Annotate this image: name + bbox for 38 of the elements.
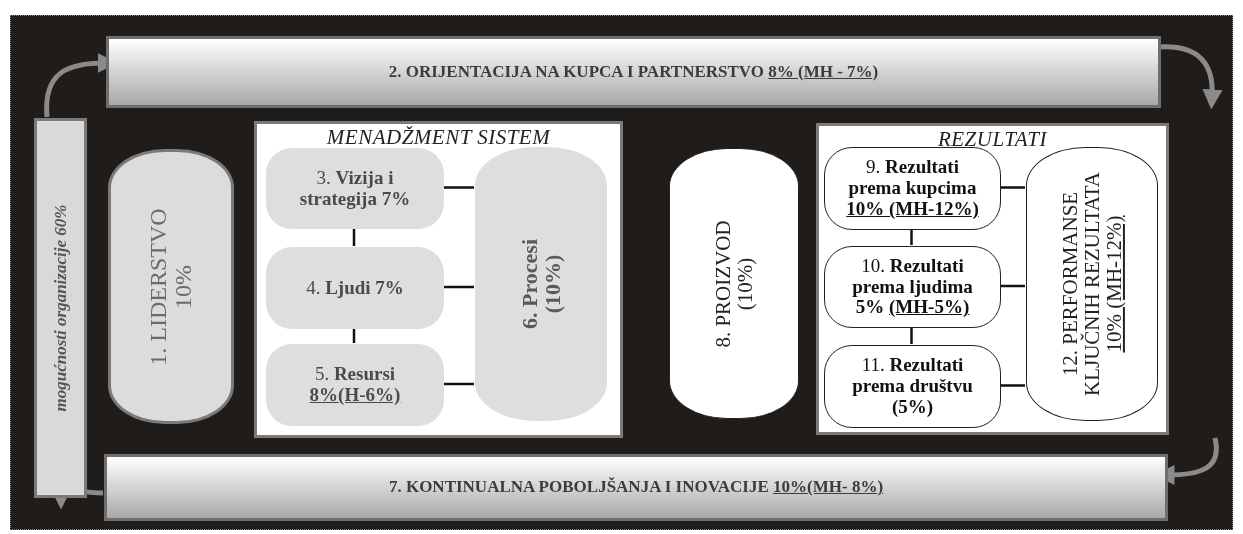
box-label: 12. PERFORMANSE KLJUČNIH REZULTATA 10% (MH-12%): [1058, 171, 1126, 398]
box-label: 10. Rezultati prema ljudima 5% (MH-5%): [851, 255, 974, 319]
box-label: 7. KONTINUALNA POBOLJŠANJA I INOVACIJE 10%(MH- 8%): [388, 478, 884, 497]
connector-line: [910, 327, 913, 344]
box-label: 1. LIDERSTVO 10%: [145, 206, 197, 368]
box-label: 5. Resursi 8%(H-6%): [309, 364, 401, 406]
group-panel: [254, 121, 623, 438]
rounded-box: [824, 246, 1001, 328]
box-label: mogućnosti organizacije 60%: [51, 203, 70, 414]
connector-line: [352, 228, 356, 246]
box-label: 11. Rezultati prema društvu (5%): [851, 355, 974, 418]
banner-box: [104, 454, 1168, 521]
box-label: 9. Rezultati prema kupcima 10% (MH-12%): [845, 157, 980, 220]
connector-line: [443, 382, 474, 386]
box-label: 3. Vizija i strategija 7%: [298, 167, 412, 210]
connector-line: [1000, 186, 1025, 189]
rounded-box: [824, 147, 1001, 230]
connector-line: [443, 186, 474, 189]
connector-line: [1000, 284, 1025, 288]
rounded-box: [266, 247, 444, 329]
box-label: 6. Procesi (10%): [517, 238, 565, 331]
connector-line: [1000, 384, 1025, 387]
box-label: 4. Ljudi 7%: [306, 277, 404, 299]
box-label: 8. PROIZVOD (10%): [711, 218, 757, 350]
connector-line: [352, 328, 356, 343]
rounded-box: [1026, 147, 1158, 421]
rounded-box: [824, 345, 1001, 428]
group-heading: MENADŽMENT SISTEM: [325, 126, 552, 150]
group-heading: REZULTATI: [936, 128, 1049, 152]
banner-box: [106, 36, 1161, 108]
group-panel: [816, 123, 1169, 435]
connector-line: [443, 285, 474, 289]
connector-line: [910, 229, 913, 245]
curved-arrow: [1160, 44, 1223, 110]
vertical-bar: [34, 118, 87, 498]
box-label: 2. ORIJENTACIJA NA KUPCA I PARTNERSTVO 8% (MH - 7%): [388, 62, 879, 82]
rounded-box: [266, 148, 444, 229]
rounded-box: [266, 344, 444, 426]
